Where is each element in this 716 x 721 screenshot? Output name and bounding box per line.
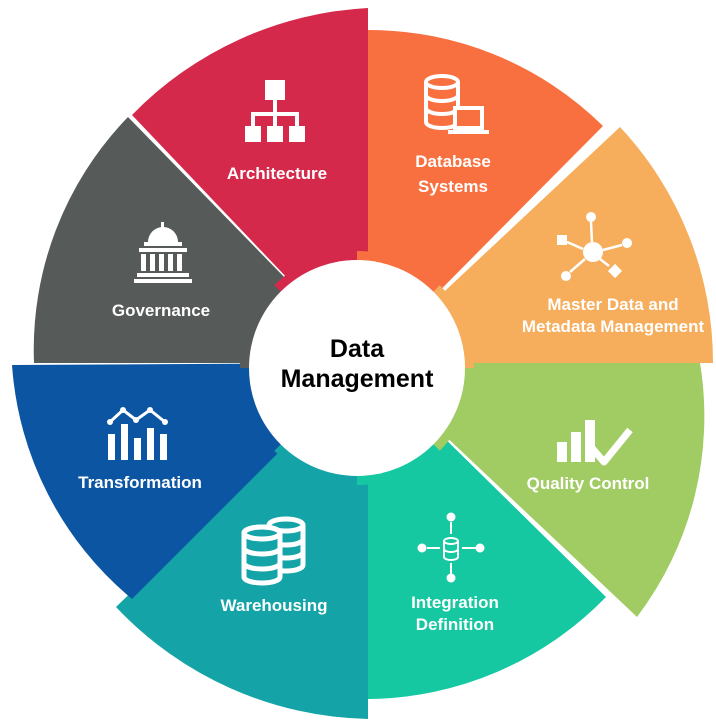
label-integration-definition-line1: Integration — [411, 593, 499, 612]
label-master-data-line2: Metadata Management — [522, 317, 705, 336]
database-laptop-icon — [424, 74, 489, 134]
center-title-line2: Management — [281, 365, 434, 393]
label-database-systems-line1: Database — [415, 152, 491, 171]
bar-chart-check-icon — [557, 420, 633, 466]
database-hub-icon — [417, 512, 485, 583]
label-database-systems-line2: Systems — [418, 177, 488, 196]
bar-line-chart-icon — [107, 407, 168, 460]
org-chart-icon — [245, 80, 305, 142]
label-architecture: Architecture — [227, 164, 327, 183]
label-governance: Governance — [112, 301, 210, 320]
capitol-building-icon — [134, 222, 192, 283]
label-integration-definition-line2: Definition — [416, 615, 494, 634]
label-transformation: Transformation — [78, 473, 202, 492]
center-title-line1: Data — [330, 335, 385, 363]
network-nodes-icon — [557, 212, 632, 281]
label-quality-control: Quality Control — [527, 474, 650, 493]
center-hub-inner — [267, 278, 447, 458]
database-stack-icon — [241, 516, 306, 586]
center-hub-ring — [253, 264, 461, 472]
label-warehousing: Warehousing — [220, 596, 327, 615]
label-master-data-line1: Master Data and — [547, 295, 678, 314]
segment-labels: Architecture Database Systems Master Dat… — [78, 152, 704, 634]
